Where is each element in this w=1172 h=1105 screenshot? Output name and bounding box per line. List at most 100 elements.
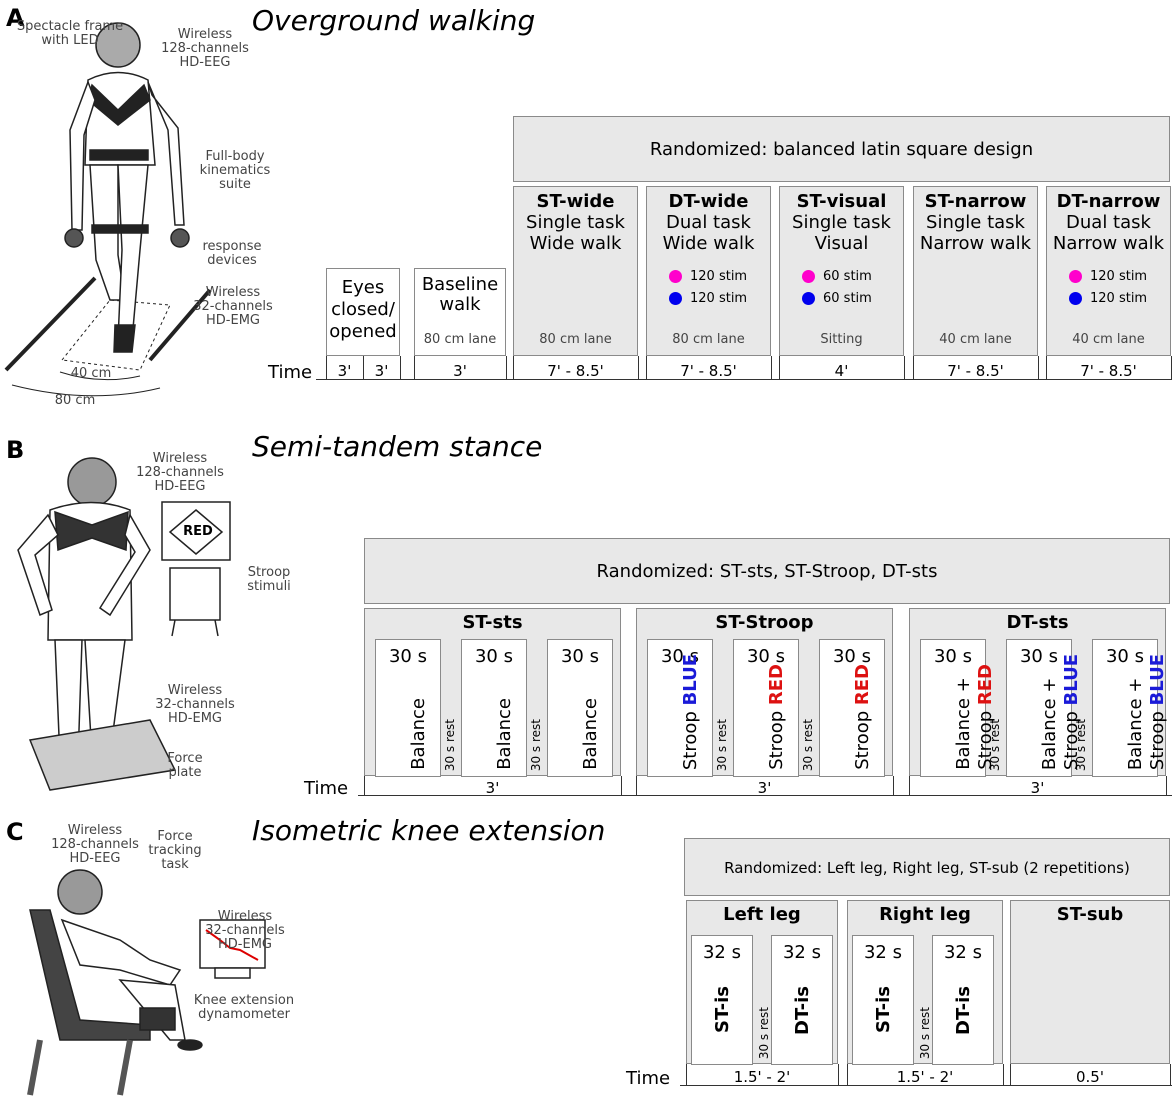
time-eyes-2: 3' xyxy=(374,362,389,380)
group-box-b: ST-Stroop 30 s Stroop BLUE 30 s rest 30 … xyxy=(636,608,893,777)
block-duration: 30 s xyxy=(474,646,513,667)
block-task: Stroop xyxy=(852,711,873,770)
block-task: Balance xyxy=(408,698,429,770)
trial-block: 30 s Balance xyxy=(461,639,527,777)
stroop-word: BLUE xyxy=(1147,653,1168,706)
block-task: ST-is xyxy=(873,986,894,1033)
width-40-label: 40 cm xyxy=(70,366,112,381)
stance-illustration xyxy=(17,457,231,791)
block-task: Balance xyxy=(580,698,601,770)
trial-block: 32 s DT-is xyxy=(932,935,994,1065)
baseline-lane: 80 cm lane xyxy=(423,332,497,347)
stim-count: 60 stim xyxy=(823,291,872,306)
walker-illustration xyxy=(4,22,212,397)
condition-line1: Single task xyxy=(792,212,891,233)
block-duration: 32 s xyxy=(943,942,982,963)
time-eyes-1: 3' xyxy=(337,362,352,380)
time-baseline: 3' xyxy=(453,362,467,380)
block-duration: 30 s xyxy=(1105,646,1144,667)
trial-block: 30 s Stroop RED xyxy=(733,639,799,777)
rest-label: 30 s rest xyxy=(529,718,543,771)
condition-code: ST-visual xyxy=(796,191,887,212)
eeg-label-c: Wireless 128-channels HD-EEG xyxy=(51,823,139,866)
condition-code: DT-narrow xyxy=(1056,191,1161,212)
time-label-c: Time xyxy=(626,1068,671,1089)
rest-label: 30 s rest xyxy=(918,1006,932,1059)
stroop-word: BLUE xyxy=(1061,653,1082,706)
group-time-b: 3' xyxy=(1030,779,1045,797)
trial-block: 32 s ST-is xyxy=(852,935,914,1065)
condition-lane: Sitting xyxy=(820,332,863,347)
block-duration: 30 s xyxy=(746,646,785,667)
block-duration: 30 s xyxy=(388,646,427,667)
rest-label: 30 s rest xyxy=(801,718,815,771)
condition-lane: 80 cm lane xyxy=(539,332,612,347)
condition-time: 7' - 8.5' xyxy=(547,362,604,380)
condition-line1: Single task xyxy=(926,212,1025,233)
condition-box-4: DT-narrow Dual task Narrow walk 40 cm la… xyxy=(1046,186,1171,356)
stim-row: 120 stim xyxy=(1069,291,1147,306)
condition-time: 4' xyxy=(834,362,849,380)
block-duration: 30 s xyxy=(832,646,871,667)
condition-code: ST-wide xyxy=(536,191,615,212)
panel-c-title: Isometric knee extension xyxy=(252,814,606,847)
spectacle-label: Spectacle frame with LED xyxy=(16,19,124,48)
stim-dot xyxy=(802,292,815,305)
stim-dot xyxy=(1069,270,1082,283)
kinematics-label: Full-body kinematics suite xyxy=(199,149,271,192)
condition-code: ST-narrow xyxy=(924,191,1027,212)
width-80-label: 80 cm xyxy=(54,393,96,408)
stroop-screen-word: RED xyxy=(183,524,213,539)
condition-lane: 40 cm lane xyxy=(939,332,1012,347)
rest-label: 30 s rest xyxy=(443,718,457,771)
stim-row: 60 stim xyxy=(802,291,872,306)
stim-count: 120 stim xyxy=(1090,269,1148,284)
condition-time: 7' - 8.5' xyxy=(680,362,737,380)
block-duration: 32 s xyxy=(702,942,741,963)
response-label: response devices xyxy=(202,239,262,268)
condition-lane: 40 cm lane xyxy=(1072,332,1145,347)
panel-b-letter: B xyxy=(6,436,25,464)
group-time-c: 1.5' - 2' xyxy=(896,1068,954,1086)
stim-row: 60 stim xyxy=(802,269,872,284)
emg-label-b: Wireless 32-channels HD-EMG xyxy=(155,683,235,726)
trial-block: 30 s Balance + Stroop BLUE xyxy=(1092,639,1168,777)
group-name: Left leg xyxy=(723,904,801,925)
block-duration: 32 s xyxy=(782,942,821,963)
group-time-b: 3' xyxy=(757,779,772,797)
condition-lane: 80 cm lane xyxy=(672,332,745,347)
eyes-box: Eyes closed/ opened xyxy=(326,268,400,356)
time-label-b: Time xyxy=(304,778,349,799)
condition-code: DT-wide xyxy=(668,191,749,212)
block-task: Stroop xyxy=(680,711,701,770)
randomized-box-a: Randomized: balanced latin square design xyxy=(513,116,1170,182)
block-duration: 30 s xyxy=(660,646,699,667)
baseline-box: Baseline walk 80 cm lane xyxy=(414,268,506,356)
group-time-c: 1.5' - 2' xyxy=(733,1068,791,1086)
block-duration: 32 s xyxy=(863,942,902,963)
block-task: Balance xyxy=(494,698,515,770)
randomized-box-c: Randomized: Left leg, Right leg, ST-sub … xyxy=(684,838,1170,896)
panel-a-title: Overground walking xyxy=(252,4,536,37)
group-time-c: 0.5' xyxy=(1076,1068,1104,1086)
emg-label-c: Wireless 32-channels HD-EMG xyxy=(205,909,285,952)
group-name: DT-sts xyxy=(1006,612,1069,633)
block-task: Stroop xyxy=(766,711,787,770)
condition-line1: Dual task xyxy=(666,212,751,233)
group-name: ST-sts xyxy=(462,612,523,633)
block-duration: 30 s xyxy=(560,646,599,667)
stroop-label: Stroop stimuli xyxy=(247,565,291,594)
stroop-word: RED xyxy=(852,664,873,706)
stim-count: 120 stim xyxy=(1090,291,1148,306)
stim-count: 120 stim xyxy=(690,269,748,284)
group-box-b: DT-sts 30 s Balance + Stroop RED 30 s re… xyxy=(909,608,1168,777)
condition-time: 7' - 8.5' xyxy=(947,362,1004,380)
stroop-word: RED xyxy=(766,664,787,706)
condition-line2: Wide walk xyxy=(529,233,622,254)
group-time-b: 3' xyxy=(485,779,500,797)
dynamometer-label: Knee extension dynamometer xyxy=(193,993,295,1022)
